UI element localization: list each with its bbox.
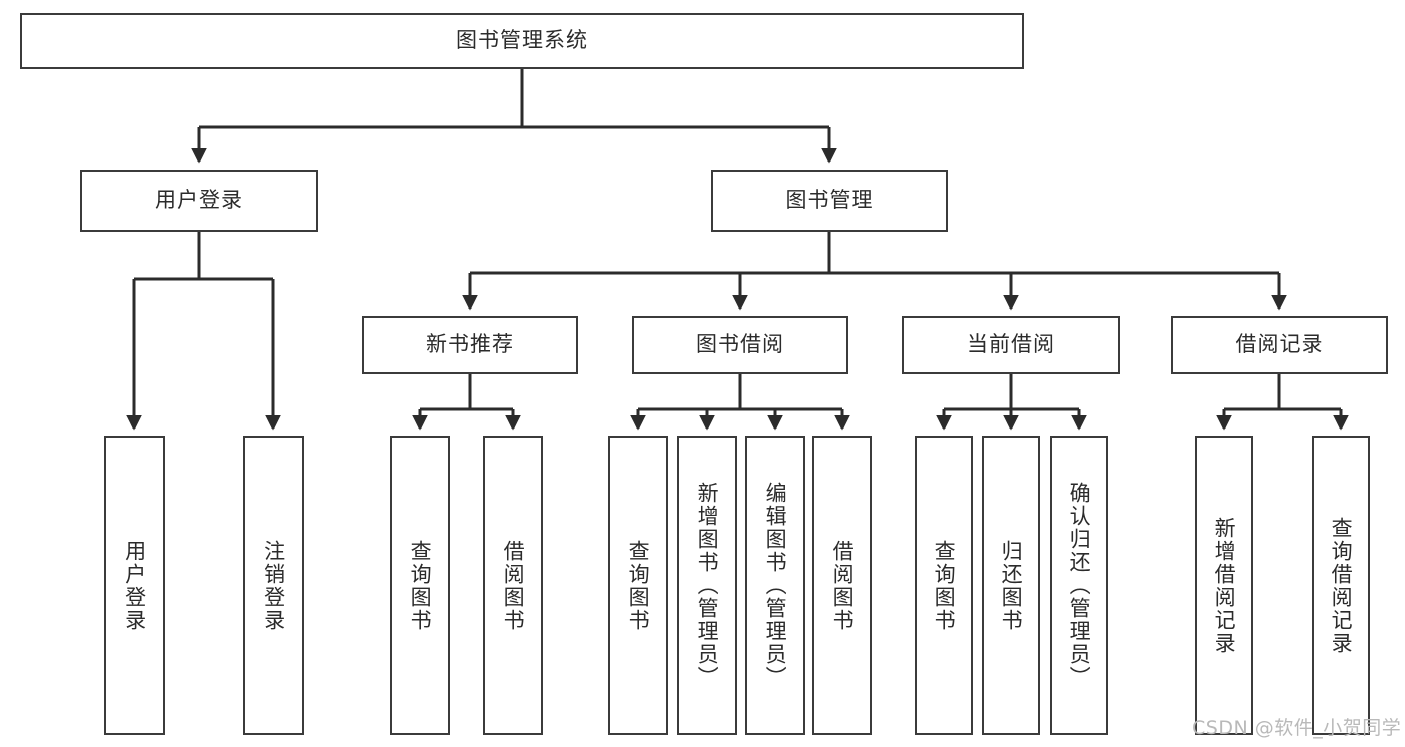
node-label: 编辑图书（管理员）: [763, 482, 788, 689]
node-label: 借阅图书: [501, 539, 526, 632]
node-leaf-query-book-2[interactable]: 查询图书: [608, 436, 668, 735]
node-label: 借阅图书: [830, 539, 855, 632]
node-book-borrow[interactable]: 图书借阅: [632, 316, 848, 374]
node-label: 用户登录: [155, 188, 243, 213]
node-label: 查询图书: [626, 539, 651, 632]
node-label: 新书推荐: [426, 332, 514, 357]
node-leaf-logout[interactable]: 注销登录: [243, 436, 304, 735]
node-leaf-confirm-return[interactable]: 确认归还（管理员）: [1050, 436, 1108, 735]
node-label: 新增借阅记录: [1212, 516, 1237, 655]
node-leaf-query-book-3[interactable]: 查询图书: [915, 436, 973, 735]
node-label: 查询图书: [408, 539, 433, 632]
node-leaf-borrow-book-2[interactable]: 借阅图书: [812, 436, 872, 735]
node-label: 借阅记录: [1235, 332, 1324, 357]
node-label: 确认归还（管理员）: [1067, 482, 1092, 689]
node-leaf-return-book[interactable]: 归还图书: [982, 436, 1040, 735]
node-label: 用户登录: [122, 539, 147, 632]
node-label: 查询借阅记录: [1329, 516, 1354, 655]
node-label: 图书管理: [785, 188, 874, 213]
node-user-login[interactable]: 用户登录: [80, 170, 318, 232]
node-root[interactable]: 图书管理系统: [20, 13, 1024, 69]
node-leaf-edit-book[interactable]: 编辑图书（管理员）: [745, 436, 805, 735]
csdn-watermark: CSDN @软件_小贺同学: [1192, 717, 1402, 739]
node-label: 查询图书: [932, 539, 957, 632]
node-leaf-add-book[interactable]: 新增图书（管理员）: [677, 436, 737, 735]
node-label: 图书借阅: [696, 332, 784, 357]
node-label: 图书管理系统: [456, 28, 588, 53]
node-new-book-recommend[interactable]: 新书推荐: [362, 316, 578, 374]
node-leaf-add-record[interactable]: 新增借阅记录: [1195, 436, 1253, 735]
node-label: 注销登录: [261, 539, 286, 632]
node-current-borrow[interactable]: 当前借阅: [902, 316, 1120, 374]
node-label: 当前借阅: [967, 332, 1055, 357]
node-leaf-borrow-book-1[interactable]: 借阅图书: [483, 436, 543, 735]
node-leaf-user-login[interactable]: 用户登录: [104, 436, 165, 735]
node-book-manage[interactable]: 图书管理: [711, 170, 948, 232]
node-label: 新增图书（管理员）: [695, 482, 720, 689]
node-leaf-query-record[interactable]: 查询借阅记录: [1312, 436, 1370, 735]
node-leaf-query-book-1[interactable]: 查询图书: [390, 436, 450, 735]
node-borrow-record[interactable]: 借阅记录: [1171, 316, 1388, 374]
node-label: 归还图书: [999, 539, 1024, 632]
